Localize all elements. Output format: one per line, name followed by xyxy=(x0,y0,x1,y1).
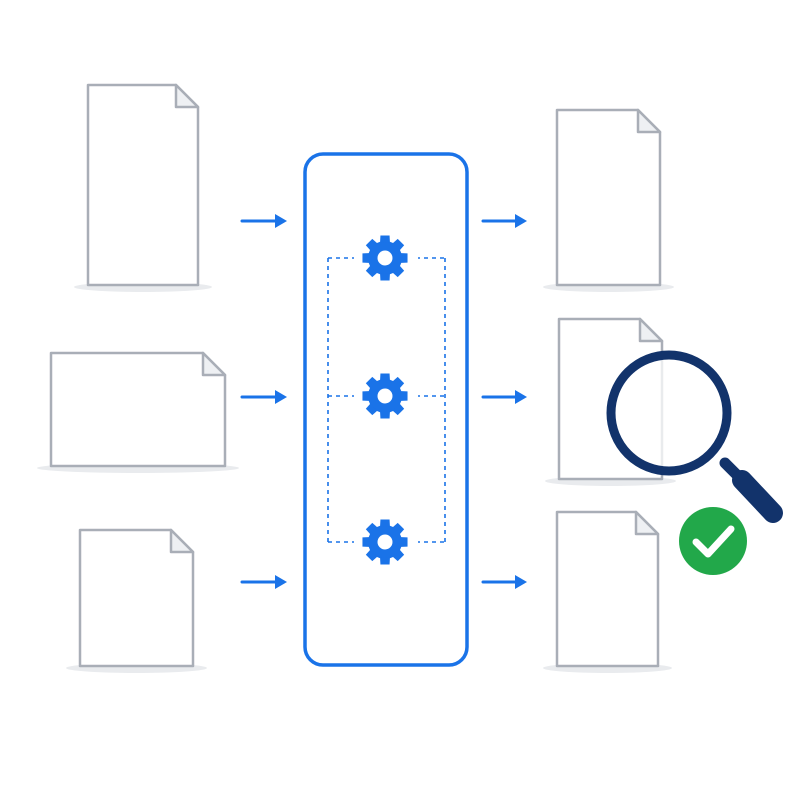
magnifier-handle xyxy=(732,470,783,523)
document-fold xyxy=(169,528,195,554)
input-documents xyxy=(37,83,239,673)
processing-gear-icon xyxy=(362,235,408,281)
arrow-head xyxy=(515,575,527,589)
gear-hole xyxy=(377,250,393,266)
arrow-head xyxy=(515,214,527,228)
document-page xyxy=(555,108,662,287)
input-document-icon xyxy=(74,83,212,292)
check-circle-icon xyxy=(675,503,751,579)
processing-gear-icon xyxy=(362,519,408,565)
arrow-right-icon xyxy=(240,214,287,228)
document-fold xyxy=(636,108,662,134)
gear-hole xyxy=(377,534,393,550)
document-fold xyxy=(174,83,200,109)
document-fold xyxy=(634,510,660,536)
arrow-head xyxy=(515,390,527,404)
arrow-right-icon xyxy=(240,390,287,404)
arrow-right-icon xyxy=(481,214,527,228)
processing-pipeline xyxy=(303,152,469,667)
arrow-right-icon xyxy=(481,575,527,589)
arrow-head xyxy=(275,214,287,228)
input-document-icon xyxy=(66,528,207,673)
document-page xyxy=(78,528,195,668)
arrow-head xyxy=(275,575,287,589)
output-document-icon xyxy=(543,510,672,673)
magnifying-glass-icon xyxy=(606,350,783,523)
gear-hole xyxy=(377,388,393,404)
document-page xyxy=(49,351,227,468)
document-page xyxy=(555,510,660,668)
arrow-right-icon xyxy=(240,575,287,589)
check-badge-circle xyxy=(679,507,747,575)
document-page xyxy=(86,83,200,287)
magnifier-lens xyxy=(606,350,732,476)
arrow-head xyxy=(275,390,287,404)
document-fold xyxy=(638,317,664,343)
arrow-right-icon xyxy=(481,390,527,404)
output-document-icon xyxy=(543,108,674,292)
document-fold xyxy=(201,351,227,377)
check-mark xyxy=(692,525,735,558)
output-arrows xyxy=(481,214,527,589)
verification-group xyxy=(606,350,783,579)
processing-gear-icon xyxy=(362,373,408,419)
input-document-icon xyxy=(37,351,239,473)
input-arrows xyxy=(240,214,287,589)
